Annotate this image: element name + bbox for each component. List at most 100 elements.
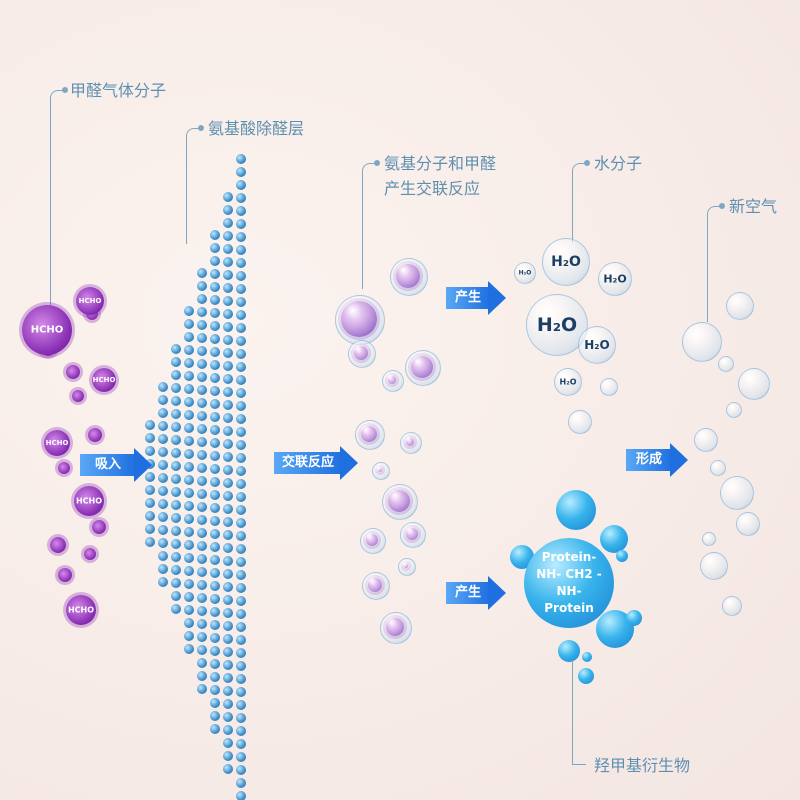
amino-dot bbox=[210, 282, 220, 292]
amino-dot bbox=[236, 479, 246, 489]
amino-dot bbox=[223, 543, 233, 553]
amino-dot bbox=[171, 357, 181, 367]
amino-dot bbox=[236, 362, 246, 372]
amino-dot bbox=[210, 555, 220, 565]
bubble bbox=[400, 432, 422, 454]
hcho-molecule bbox=[58, 568, 72, 582]
air-bubble bbox=[682, 322, 722, 362]
amino-dot bbox=[236, 258, 246, 268]
arrow-produce-top: 产生 bbox=[446, 281, 506, 315]
amino-dot bbox=[158, 460, 168, 470]
amino-dot bbox=[236, 232, 246, 242]
amino-dot bbox=[158, 408, 168, 418]
amino-dot bbox=[236, 297, 246, 307]
amino-dot bbox=[145, 537, 155, 547]
amino-dot bbox=[236, 609, 246, 619]
amino-dot bbox=[236, 583, 246, 593]
amino-dot bbox=[223, 439, 233, 449]
amino-dot bbox=[236, 284, 246, 294]
amino-dot bbox=[236, 414, 246, 424]
protein-text: Protein- bbox=[541, 550, 597, 564]
amino-dot bbox=[158, 551, 168, 561]
label-hydroxymethyl: 羟甲基衍生物 bbox=[594, 756, 691, 775]
amino-dot bbox=[223, 309, 233, 319]
amino-dot bbox=[197, 437, 207, 447]
air-bubble bbox=[600, 378, 618, 396]
protein-bubble bbox=[578, 668, 594, 684]
amino-dot bbox=[223, 582, 233, 592]
amino-dot bbox=[197, 333, 207, 343]
amino-dot bbox=[158, 473, 168, 483]
amino-dot bbox=[236, 453, 246, 463]
amino-dot bbox=[236, 245, 246, 255]
amino-dot bbox=[158, 421, 168, 431]
amino-dot bbox=[158, 395, 168, 405]
amino-dot bbox=[223, 608, 233, 618]
amino-dot bbox=[158, 447, 168, 457]
amino-dot bbox=[236, 388, 246, 398]
bubble bbox=[355, 420, 385, 450]
amino-dot bbox=[171, 565, 181, 575]
amino-dot bbox=[184, 475, 194, 485]
amino-dot bbox=[236, 427, 246, 437]
callout-line bbox=[707, 203, 725, 322]
amino-dot bbox=[197, 645, 207, 655]
bubble bbox=[390, 258, 428, 296]
amino-dot bbox=[223, 621, 233, 631]
amino-dot bbox=[223, 556, 233, 566]
amino-dot bbox=[236, 544, 246, 554]
amino-dot bbox=[236, 635, 246, 645]
arrow-absorb: 吸入 bbox=[80, 448, 152, 482]
protein-bubble bbox=[558, 640, 580, 662]
hcho-molecule: HCHO bbox=[92, 368, 116, 392]
amino-dot bbox=[171, 448, 181, 458]
air-bubble bbox=[702, 532, 716, 546]
amino-dot bbox=[184, 527, 194, 537]
amino-dot bbox=[223, 530, 233, 540]
h2o-molecule: H₂O bbox=[526, 294, 588, 356]
air-bubble bbox=[726, 402, 742, 418]
amino-dot bbox=[236, 401, 246, 411]
amino-dot bbox=[223, 205, 233, 215]
amino-dot bbox=[210, 412, 220, 422]
amino-dot bbox=[223, 283, 233, 293]
h2o-molecule: H₂O bbox=[514, 262, 536, 284]
amino-dot bbox=[236, 570, 246, 580]
amino-dot bbox=[210, 256, 220, 266]
amino-dot bbox=[236, 726, 246, 736]
callout-line bbox=[572, 764, 586, 765]
amino-dot bbox=[197, 671, 207, 681]
amino-dot bbox=[236, 791, 246, 800]
amino-dot bbox=[236, 466, 246, 476]
amino-dot bbox=[210, 334, 220, 344]
amino-dot bbox=[210, 594, 220, 604]
bubble bbox=[405, 350, 441, 386]
amino-dot bbox=[236, 219, 246, 229]
amino-dot bbox=[184, 397, 194, 407]
amino-dot bbox=[223, 686, 233, 696]
amino-dot bbox=[223, 296, 233, 306]
amino-dot bbox=[223, 504, 233, 514]
amino-dot bbox=[145, 433, 155, 443]
hcho-molecule bbox=[66, 365, 80, 379]
protein-molecule: Protein-NH- CH2 -NH-Protein bbox=[524, 538, 614, 628]
amino-dot bbox=[236, 349, 246, 359]
amino-dot bbox=[197, 411, 207, 421]
h2o-molecule: H₂O bbox=[598, 262, 632, 296]
amino-dot bbox=[210, 685, 220, 695]
amino-dot bbox=[158, 564, 168, 574]
amino-dot bbox=[210, 269, 220, 279]
amino-dot bbox=[223, 374, 233, 384]
label-water: 水分子 bbox=[594, 154, 643, 173]
bubble bbox=[362, 572, 390, 600]
air-bubble bbox=[710, 460, 726, 476]
amino-dot bbox=[236, 778, 246, 788]
amino-dot bbox=[210, 581, 220, 591]
amino-dot bbox=[184, 358, 194, 368]
amino-dot bbox=[236, 648, 246, 658]
protein-bubble bbox=[600, 525, 628, 553]
amino-dot bbox=[197, 606, 207, 616]
amino-dot bbox=[223, 569, 233, 579]
bubble bbox=[382, 370, 404, 392]
